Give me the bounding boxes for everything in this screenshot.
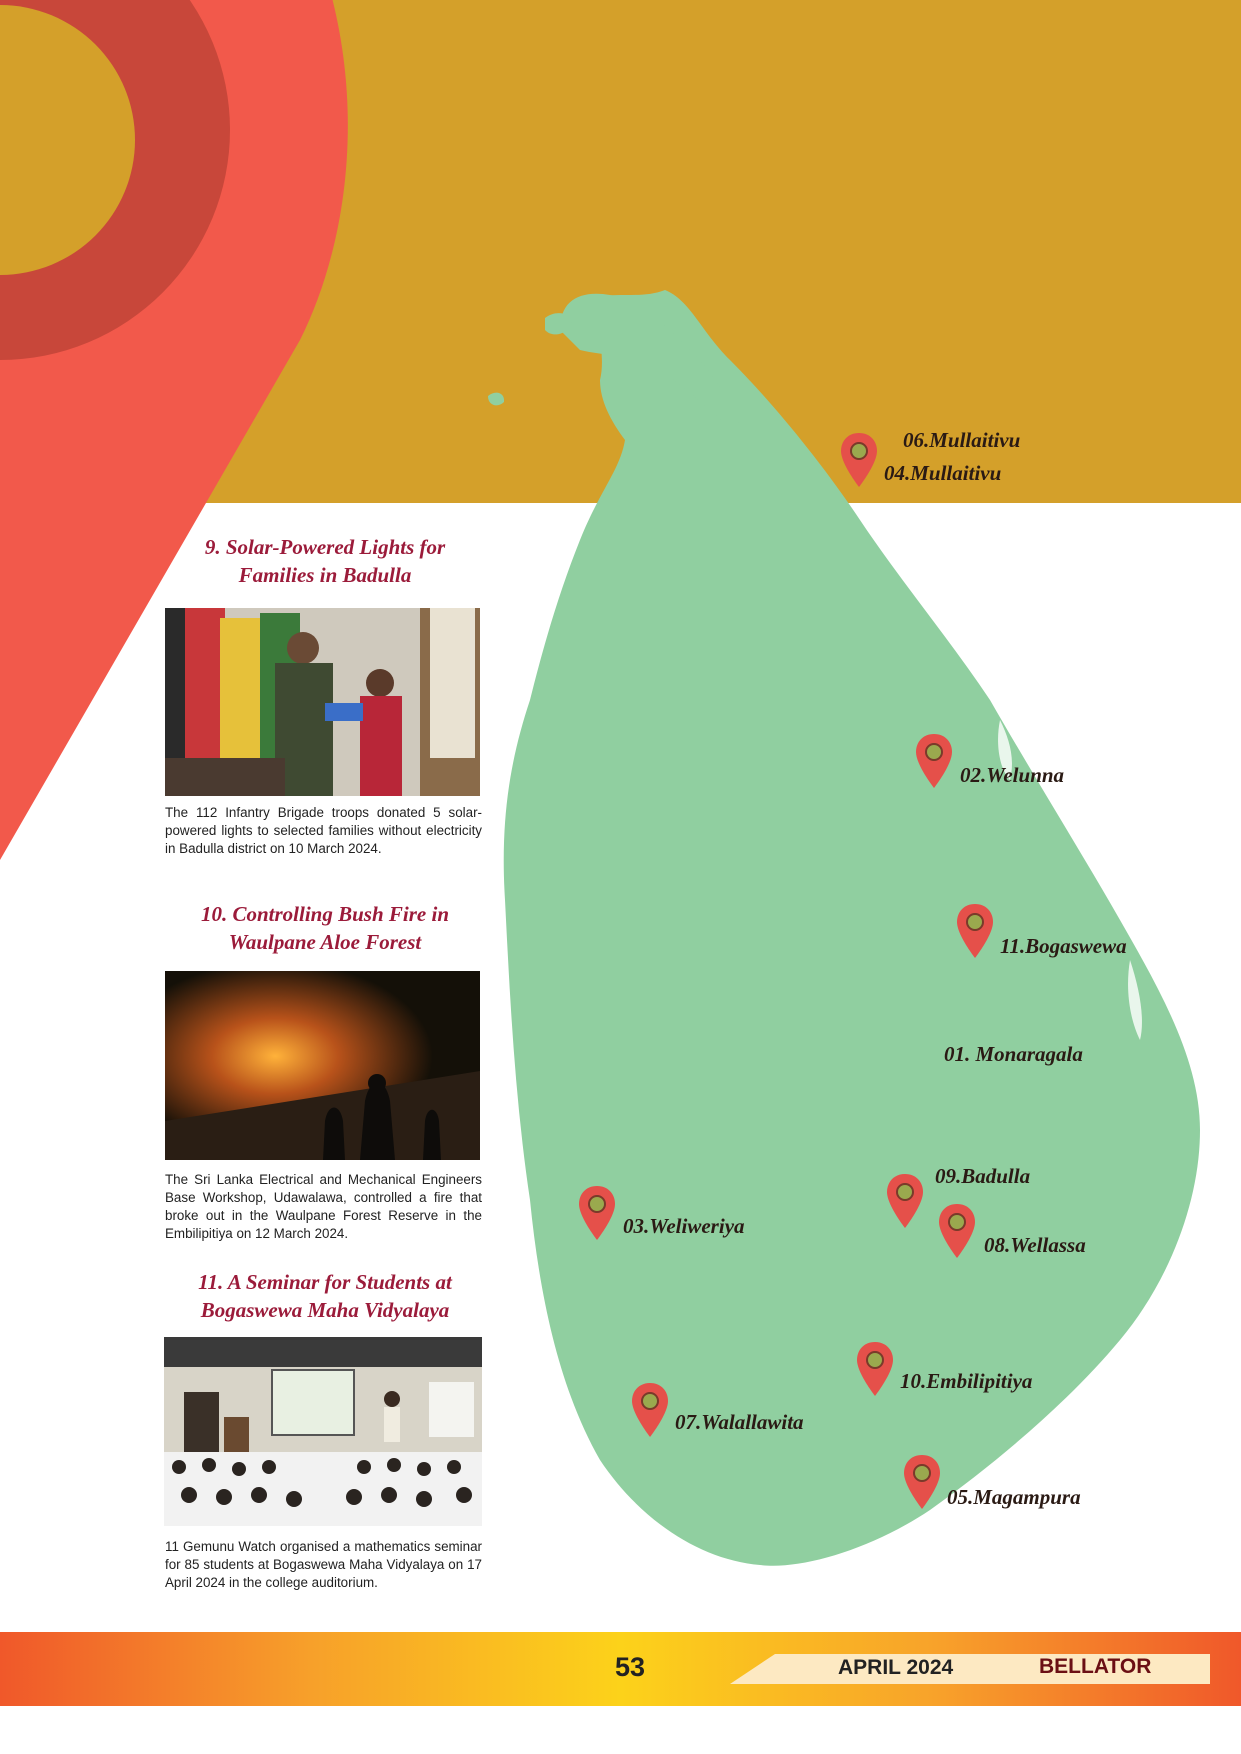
location-pin-icon <box>857 1342 893 1396</box>
section-title-solar-lights: 9. Solar-Powered Lights for Families in … <box>160 533 490 589</box>
map-pin-embilipitiya[interactable] <box>855 1340 895 1398</box>
map-pin-wellassa[interactable] <box>937 1202 977 1260</box>
section-title-seminar: 11. A Seminar for Students at Bogaswewa … <box>160 1268 490 1324</box>
map-pin-weliweriya[interactable] <box>577 1184 617 1242</box>
caption-bush-fire: The Sri Lanka Electrical and Mechanical … <box>165 1172 482 1241</box>
map-label: 06.Mullaitivu <box>903 428 1021 452</box>
location-pin-icon <box>957 904 993 958</box>
map-label: 07.Walallawita <box>675 1410 804 1434</box>
title-line: 10. Controlling Bush Fire in <box>200 902 449 926</box>
map-label: 11.Bogaswewa <box>1000 934 1127 958</box>
photo-solar-lights-donation <box>165 608 480 796</box>
map-label: 08.Wellassa <box>984 1233 1086 1257</box>
title-line: Waulpane Aloe Forest <box>228 930 422 954</box>
location-pin-icon <box>939 1204 975 1258</box>
large-pin-hole <box>0 5 135 275</box>
map-pin-mullaitivu[interactable] <box>839 431 879 489</box>
caption-seminar: 11 Gemunu Watch organised a mathematics … <box>165 1539 482 1590</box>
map-label: 02.Welunna <box>960 763 1065 787</box>
location-pin-icon <box>887 1174 923 1228</box>
map-pin-badulla[interactable] <box>885 1172 925 1230</box>
map-label: 10.Embilipitiya <box>900 1369 1033 1393</box>
title-line: 9. Solar-Powered Lights for <box>204 535 446 559</box>
map-label: 03.Weliweriya <box>623 1214 745 1238</box>
map-label: 01. Monaragala <box>944 1042 1083 1066</box>
map-label: 04.Mullaitivu <box>884 461 1002 485</box>
location-pin-icon <box>841 433 877 487</box>
photo-bush-fire <box>165 971 480 1160</box>
section-title-bush-fire: 10. Controlling Bush Fire in Waulpane Al… <box>160 900 490 956</box>
location-pin-icon <box>632 1383 668 1437</box>
footer-tab <box>730 1654 1210 1684</box>
map-label: 05.Magampura <box>947 1485 1081 1509</box>
map-pin-welunna[interactable] <box>914 732 954 790</box>
title-line: 11. A Seminar for Students at <box>198 1270 452 1294</box>
title-line: Families in Badulla <box>238 563 412 587</box>
magazine-name: BELLATOR <box>1039 1655 1152 1678</box>
page-number: 53 <box>614 1652 646 1682</box>
caption-solar-lights: The 112 Infantry Brigade troops donated … <box>165 805 482 856</box>
map-pin-walallawita[interactable] <box>630 1381 670 1439</box>
sri-lanka-map <box>488 290 1200 1566</box>
photo-seminar-auditorium <box>164 1337 482 1526</box>
location-pin-icon <box>904 1455 940 1509</box>
location-pin-icon <box>916 734 952 788</box>
location-pin-icon <box>579 1186 615 1240</box>
map-label: 09.Badulla <box>935 1164 1031 1188</box>
title-line: Bogaswewa Maha Vidyalaya <box>200 1298 450 1322</box>
issue-date: APRIL 2024 <box>838 1656 954 1679</box>
map-pin-bogaswewa[interactable] <box>955 902 995 960</box>
map-pin-magampura[interactable] <box>902 1453 942 1511</box>
